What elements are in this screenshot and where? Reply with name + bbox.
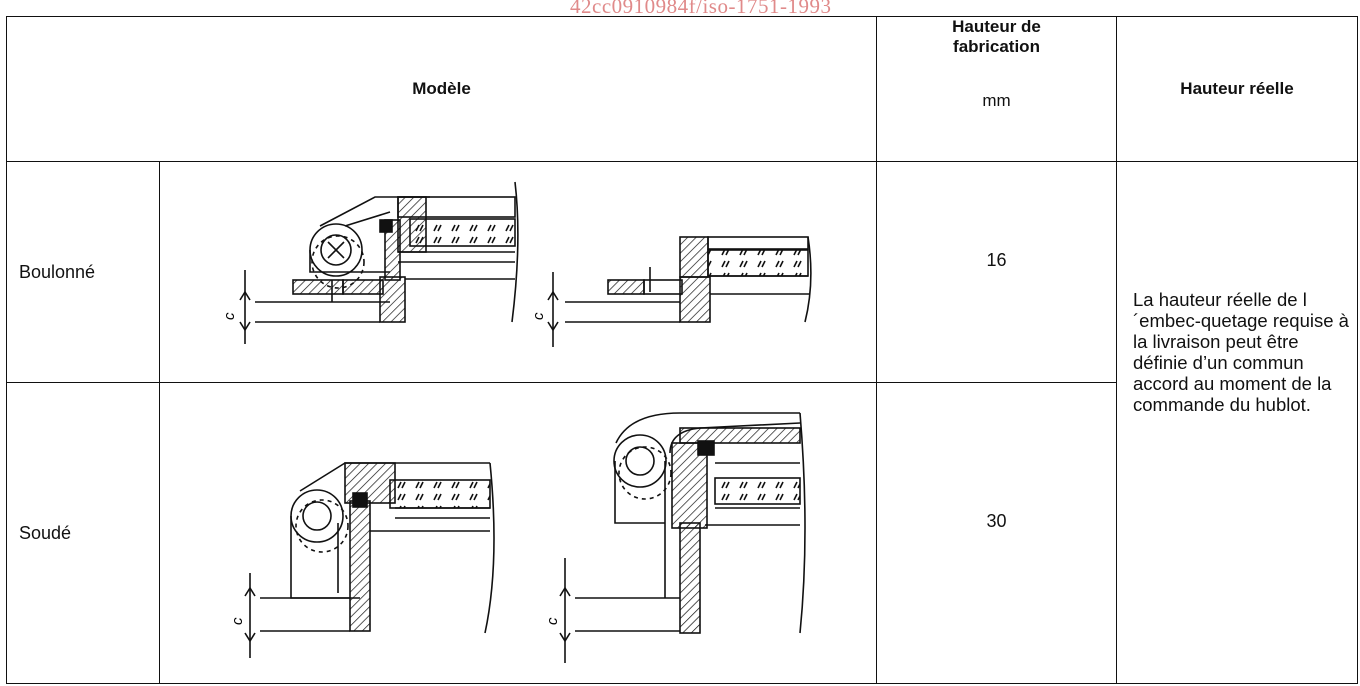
table-row: Soudé <box>6 382 1358 684</box>
fabrication-height-welded: 30 <box>876 382 1117 684</box>
real-height-remark: La hauteur réelle de l´embec-quetage req… <box>1116 161 1358 684</box>
fabrication-height-bolted: 16 <box>876 161 1117 383</box>
row-label-bolted: Boulonné <box>6 161 160 383</box>
header-real-height: Hauteur réelle <box>1116 16 1358 162</box>
dimension-label-welded-right: c <box>544 617 561 625</box>
welded-cross-section-drawing: c c <box>229 412 806 663</box>
bolted-cross-section-drawing: c c <box>221 181 812 347</box>
header-fabrication-height: Hauteur de fabrication mm <box>876 16 1117 162</box>
header-fabrication-line2: fabrication <box>953 37 1040 56</box>
dimension-label-welded-left: c <box>229 617 246 625</box>
drawing-welded: c c <box>159 382 877 684</box>
table-row: Boulonné <box>6 161 1358 684</box>
header-fabrication-unit: mm <box>982 91 1011 110</box>
dimension-label-bolted-right: c <box>530 312 547 320</box>
specification-table: Modèle Hauteur de fabrication mm Hauteur… <box>6 16 1358 684</box>
row-label-welded: Soudé <box>6 382 160 684</box>
header-row: Modèle Hauteur de fabrication mm Hauteur… <box>6 16 1358 162</box>
header-fabrication-line1: Hauteur de <box>952 17 1041 36</box>
dimension-label-bolted-left: c <box>221 312 238 320</box>
header-model: Modèle <box>6 16 877 162</box>
watermark: 42cc0910984f/iso-1751-1993 <box>570 0 832 18</box>
drawing-bolted: c c <box>159 161 877 383</box>
